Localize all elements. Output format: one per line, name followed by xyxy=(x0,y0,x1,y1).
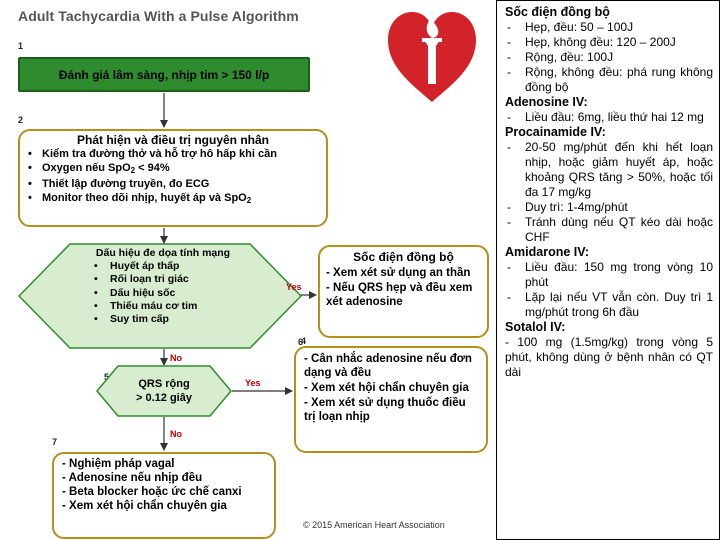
step4-heading: Sốc điện đồng bộ xyxy=(353,250,454,264)
panel-item: Liều đầu: 150 mg trong vòng 10 phút xyxy=(505,260,713,290)
yes-label-5: Yes xyxy=(245,378,261,388)
step-number-2: 2 xyxy=(18,115,24,125)
step-number-7: 7 xyxy=(52,437,58,447)
panel-item: Tránh dùng nếu QT kéo dài hoặc CHF xyxy=(505,215,713,245)
step2-item: Kiểm tra đường thở và hỗ trợ hô hấp khi … xyxy=(26,148,320,161)
panel-section-title: Sốc điện đồng bộ xyxy=(505,5,610,19)
panel-sotalol-text: - 100 mg (1.5mg/kg) trong vòng 5 phút, k… xyxy=(505,335,713,379)
panel-section-title: Amidarone IV: xyxy=(505,245,590,259)
panel-item: Rộng, không đều: phá rung không đồng bộ xyxy=(505,65,713,95)
step3-list: Huyết áp thấp Rối loạn tri giác Dấu hiệu… xyxy=(88,260,238,327)
step2-item: Monitor theo dõi nhịp, huyết áp và SpO2 xyxy=(26,192,320,207)
step3-item: Suy tim cấp xyxy=(88,313,238,327)
panel-item: Liều đầu: 6mg, liều thứ hai 12 mg xyxy=(505,110,713,125)
flow-connectors xyxy=(160,93,317,451)
step6-wide-qrs-box: - Cân nhắc adenosine nếu đơn dạng và đều… xyxy=(294,346,488,453)
step4-line: - Xem xét sử dụng an thần xyxy=(326,267,471,279)
step3-item: Huyết áp thấp xyxy=(88,260,238,274)
step-number-6: 6 xyxy=(298,337,304,347)
step3-item: Thiếu máu cơ tim xyxy=(88,300,238,314)
dosing-panel: Sốc điện đồng bộ Hẹp, đều: 50 – 100J Hẹp… xyxy=(496,0,720,540)
step-number-1: 1 xyxy=(18,41,24,51)
step6-line: - Xem xét sử dụng thuốc điều trị loạn nh… xyxy=(304,397,466,423)
panel-item: Rộng, đều: 100J xyxy=(505,50,713,65)
panel-item: Hẹp, đều: 50 – 100J xyxy=(505,20,713,35)
step6-line: - Cân nhắc adenosine nếu đơn dạng và đều xyxy=(304,353,472,379)
panel-list-adenosine: Liều đầu: 6mg, liều thứ hai 12 mg xyxy=(505,110,713,125)
copyright-text: © 2015 American Heart Association xyxy=(303,520,445,530)
panel-section-title: Adenosine IV: xyxy=(505,95,588,109)
step2-heading: Phát hiện và điều trị nguyên nhân xyxy=(76,133,270,147)
panel-item: Duy trì: 1-4mg/phút xyxy=(505,200,713,215)
step3-decision-hexagon: Dấu hiệu đe dọa tính mạng Huyết áp thấp … xyxy=(18,243,302,349)
page-title: Adult Tachycardia With a Pulse Algorithm xyxy=(18,8,299,24)
panel-section-title: Sotalol IV: xyxy=(505,320,566,334)
step4-line: - Nếu QRS hẹp và đều xem xét adenosine xyxy=(326,282,473,308)
step2-item: Thiết lập đường truyền, đo ECG xyxy=(26,178,320,191)
step6-line: - Xem xét hội chẩn chuyên gia xyxy=(304,382,469,394)
step7-line: - Adenosine nếu nhịp đều xyxy=(62,472,203,484)
step5-line2: > 0.12 giây xyxy=(136,392,192,404)
step2-list: Kiểm tra đường thở và hỗ trợ hô hấp khi … xyxy=(26,148,320,207)
step5-qrs-hexagon: QRS rộng > 0.12 giây xyxy=(96,365,232,417)
panel-item: Hẹp, không đều: 120 – 200J xyxy=(505,35,713,50)
step7-line: - Nghiệm pháp vagal xyxy=(62,458,175,470)
aha-heart-logo-icon xyxy=(388,12,476,102)
yes-label-3: Yes xyxy=(286,282,302,292)
step3-heading: Dấu hiệu đe dọa tính mạng xyxy=(95,247,231,259)
step2-causes-box: Phát hiện và điều trị nguyên nhân Kiểm t… xyxy=(18,129,328,227)
panel-list-amiodarone: Liều đầu: 150 mg trong vòng 10 phút Lặp … xyxy=(505,260,713,320)
step1-assessment-box: Đánh giá lâm sàng, nhịp tim > 150 l/p xyxy=(18,57,310,92)
step-number-4: 4 xyxy=(301,336,307,346)
step4-cardioversion-box: Sốc điện đồng bộ - Xem xét sử dụng an th… xyxy=(318,245,489,338)
step7-narrow-qrs-box: - Nghiệm pháp vagal - Adenosine nếu nhịp… xyxy=(52,452,276,539)
step3-item: Dấu hiệu sốc xyxy=(88,287,238,301)
step3-item: Rối loạn tri giác xyxy=(88,273,238,287)
step-number-5: 5 xyxy=(104,372,110,382)
step2-item: Oxygen nếu SpO2 < 94% xyxy=(26,162,320,177)
panel-item: 20-50 mg/phút đến khi hết loạn nhịp, hoặ… xyxy=(505,140,713,200)
step7-line: - Beta blocker hoặc ức chế canxi xyxy=(62,486,242,498)
no-label-3: No xyxy=(170,353,182,363)
step5-line1: QRS rộng xyxy=(138,378,190,390)
panel-list-cardioversion: Hẹp, đều: 50 – 100J Hẹp, không đều: 120 … xyxy=(505,20,713,95)
panel-list-procainamide: 20-50 mg/phút đến khi hết loạn nhịp, hoặ… xyxy=(505,140,713,245)
step7-line: - Xem xét hội chẩn chuyên gia xyxy=(62,500,227,512)
step1-text: Đánh giá lâm sàng, nhịp tim > 150 l/p xyxy=(58,67,270,82)
panel-section-title: Procainamide IV: xyxy=(505,125,606,139)
no-label-5: No xyxy=(170,429,182,439)
panel-item: Lặp lại nếu VT vẫn còn. Duy trì 1 mg/phú… xyxy=(505,290,713,320)
